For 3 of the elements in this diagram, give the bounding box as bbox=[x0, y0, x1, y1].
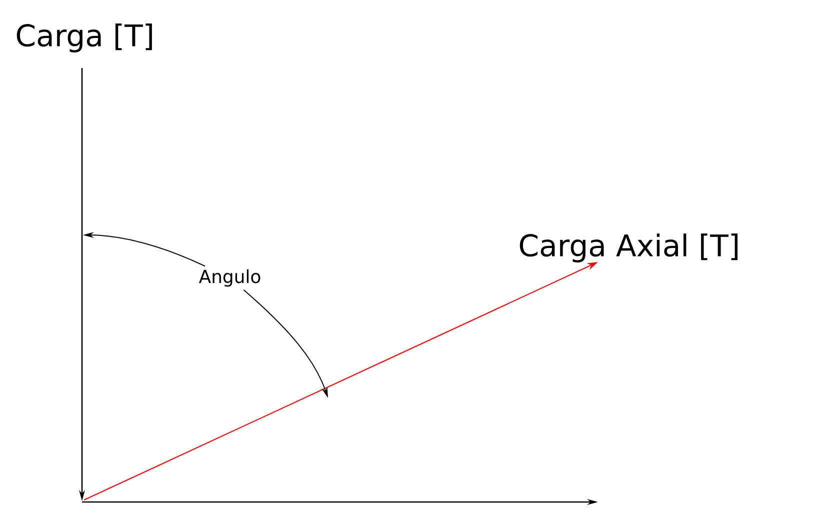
angle-label: Angulo bbox=[198, 269, 260, 287]
axis-title: Carga Axial [T] bbox=[520, 234, 738, 262]
axis-title: Carga [T] bbox=[16, 24, 152, 52]
